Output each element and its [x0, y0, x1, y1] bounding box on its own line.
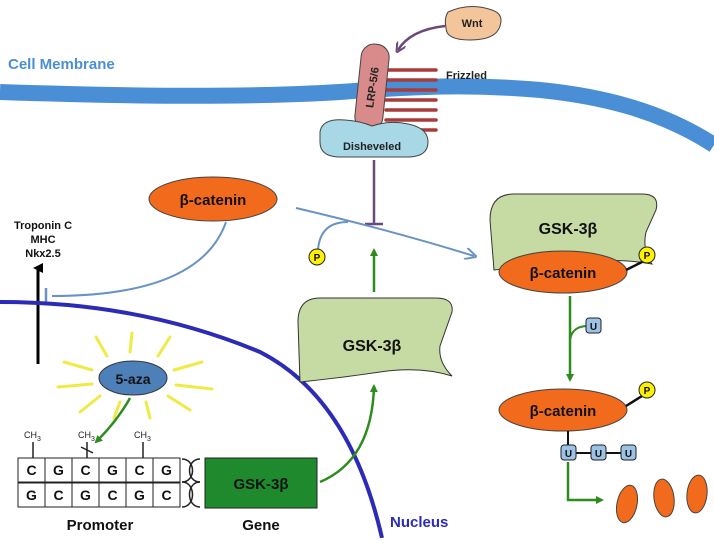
promoter-top-cell: G [107, 462, 118, 478]
promoter-bottom-cell: G [26, 487, 37, 503]
svg-text:CH3: CH3 [78, 430, 95, 443]
methyl-group-2: CH3 [78, 430, 95, 458]
gene-to-gsk-arrow [319, 384, 378, 484]
complex-phospho-link [625, 260, 643, 272]
beta-catenin-complex [498, 250, 628, 294]
promoter-top-cell-box [152, 457, 181, 483]
phospho-badge-bottom-label: P [644, 386, 651, 397]
cell-membrane-label: Cell Membrane [8, 56, 115, 73]
phospho-badge-complex-label: P [644, 251, 651, 262]
phospho-hook [317, 221, 349, 251]
wnt-label: Wnt [462, 18, 483, 30]
ubiquitin-badge-top-label: U [590, 322, 597, 333]
methyl-group-1: CH3 [24, 430, 41, 458]
beta-catenin-cytoplasm-label: β-catenin [180, 192, 247, 209]
ubiquitin-chain-2-label: U [595, 449, 602, 460]
five-aza-arrow [94, 397, 132, 444]
wnt-arrow [398, 24, 446, 50]
promoter-bottom-cell: C [107, 487, 117, 503]
promoter-bottom-cell: C [53, 487, 63, 503]
ubiquitin-badge-top [585, 317, 602, 334]
gene-box [204, 457, 318, 509]
five-aza-rays [56, 331, 214, 420]
gsk3b-mid-shape [297, 297, 453, 383]
promoter-top-cell: C [80, 462, 90, 478]
nucleus-label: Nucleus [390, 514, 448, 531]
ubiquitin-chain-3-label: U [625, 449, 632, 460]
degradation-arrow [566, 462, 604, 504]
bottom-phospho-link [625, 394, 643, 408]
lrp-label: LRP-5/6 [364, 66, 382, 108]
disheveled-label: Disheveled [343, 141, 401, 153]
frizzled-receptor [384, 68, 438, 132]
promoter-bottom-cell-box [152, 482, 181, 508]
promoter-bottom-cell: G [134, 487, 145, 503]
promoter-top-cell-box [71, 457, 100, 483]
ubiquitin-chain-1 [560, 444, 577, 461]
phospho-badge-complex [638, 246, 656, 264]
promoter-top-cell: G [161, 462, 172, 478]
degraded-fragments [615, 474, 708, 524]
five-aza-label: 5-aza [115, 371, 150, 387]
disheveled-shape [319, 119, 429, 158]
phospho-badge-bottom [638, 381, 656, 399]
ubiquitin-hook [569, 325, 589, 341]
methyl-group-3: CH3 [134, 430, 151, 458]
promoter-top-cell: G [53, 462, 64, 478]
beta-catenin-complex-label: β-catenin [530, 265, 597, 282]
gsk3b-mid-label: GSK-3β [343, 338, 402, 355]
promoter-top-cell-box [17, 457, 46, 483]
svg-text:CH3: CH3 [134, 430, 151, 443]
target-nkx: Nkx2.5 [25, 248, 60, 260]
target-mhc: MHC [30, 234, 55, 246]
catenin-inhibit-path [51, 221, 227, 297]
beta-catenin-ubiquitinated-label: β-catenin [530, 403, 597, 420]
wnt-shape [444, 6, 502, 41]
gsk3b-complex-label: GSK-3β [539, 221, 598, 238]
target-troponin: Troponin C [14, 220, 72, 232]
svg-text:CH3: CH3 [24, 430, 41, 443]
promoter-bottom-cell: C [161, 487, 171, 503]
frizzled-label: Frizzled [446, 70, 487, 82]
beta-catenin-cytoplasm [148, 176, 278, 222]
promoter-top-cell: C [26, 462, 36, 478]
promoter-bottom-cell: G [80, 487, 91, 503]
beta-catenin-ubiquitinated [498, 388, 628, 432]
ubiquitin-chain-1-label: U [565, 449, 572, 460]
cell-membrane [0, 78, 714, 152]
catenin-to-complex-arrow [295, 207, 474, 256]
promoter-bottom-cell-box [17, 482, 46, 508]
nuclear-envelope [0, 300, 384, 539]
promoter-bottom-cell-box [125, 482, 154, 508]
promoter-top-cell: C [134, 462, 144, 478]
dna-linker [181, 458, 201, 508]
gene-box-label: GSK-3β [234, 476, 289, 493]
promoter-top-cell-box [44, 457, 73, 483]
promoter-bottom-cell-box [44, 482, 73, 508]
promoter-top-cell-box [125, 457, 154, 483]
gene-label: Gene [242, 517, 280, 534]
phospho-badge-mid-label: P [314, 253, 321, 264]
ubiquitin-chain-2 [590, 444, 607, 461]
five-aza-drug [98, 360, 168, 396]
phospho-badge-mid [308, 248, 326, 266]
promoter-label: Promoter [67, 517, 134, 534]
ubiquitin-chain-3 [620, 444, 637, 461]
